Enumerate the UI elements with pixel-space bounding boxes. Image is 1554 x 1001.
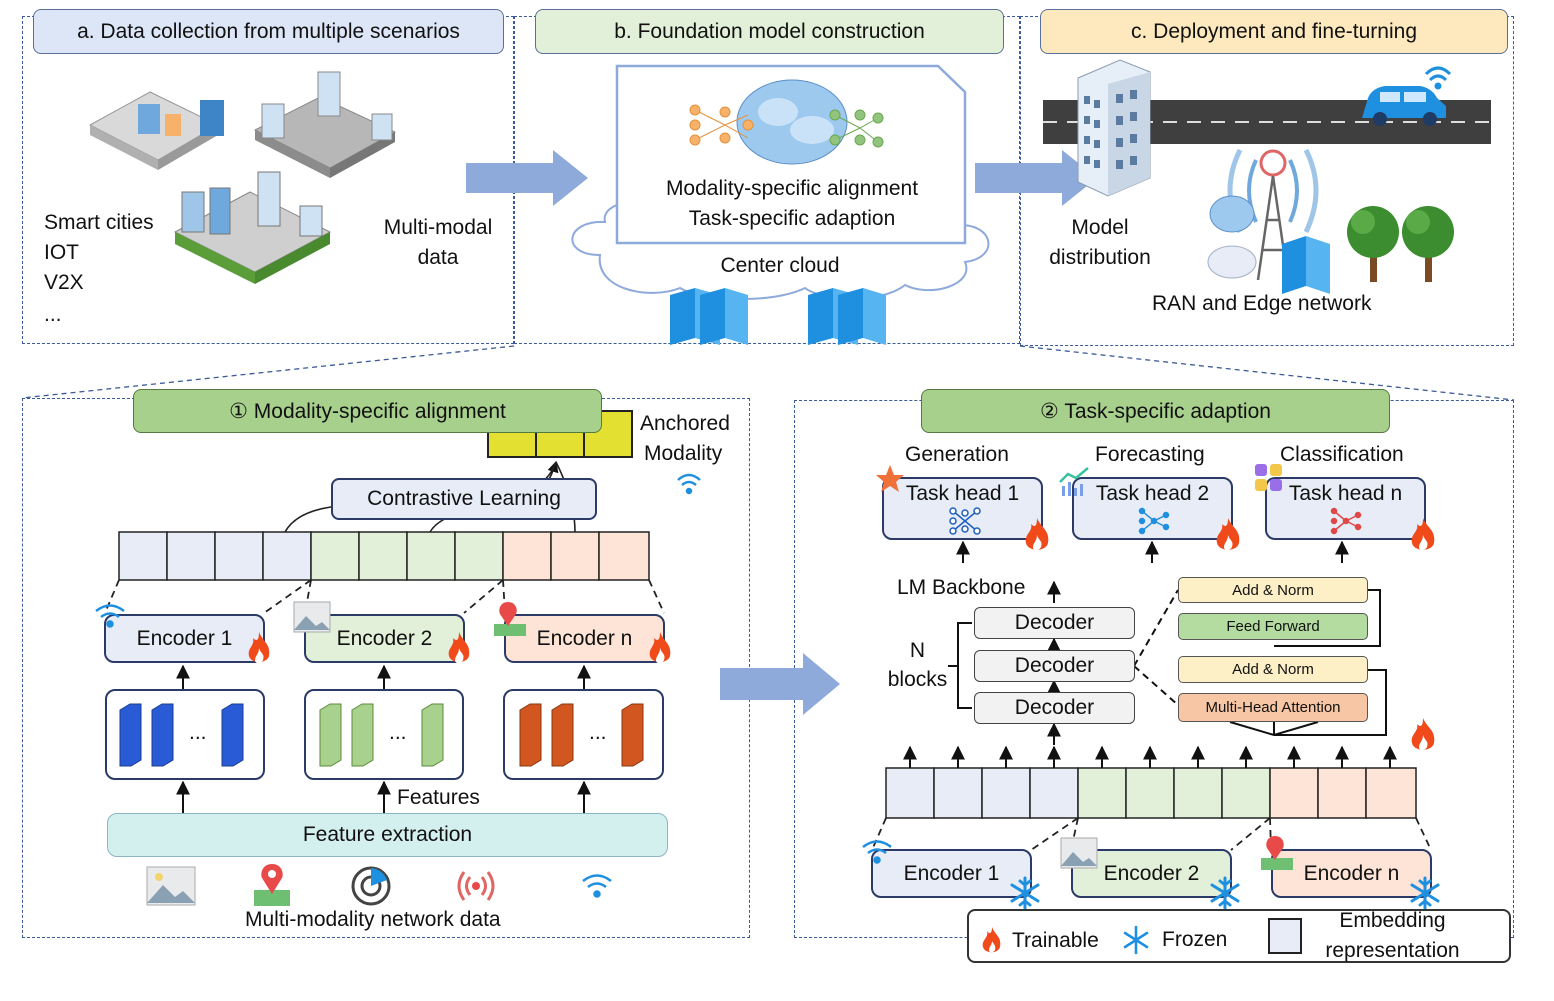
alignment-title: ① Modality-specific alignment <box>133 389 602 433</box>
scenario-iot: IOT <box>44 241 79 264</box>
edge-server-icon <box>1207 236 1330 294</box>
feature-group-1 <box>105 689 265 780</box>
dots-2: ... <box>389 721 407 744</box>
feature-cubes-blue <box>119 703 244 767</box>
encoder-1-left: Encoder 1 <box>104 614 265 663</box>
contrastive-learning-box: Contrastive Learning <box>331 478 597 520</box>
lm-backbone-label: LM Backbone <box>897 576 1026 599</box>
brain-icon-edge <box>1209 195 1255 233</box>
task-head-n: Task head n <box>1265 477 1426 540</box>
task-head-n-label: Task head n <box>1288 482 1403 505</box>
flow-arrow-bottom <box>720 653 840 715</box>
legend <box>967 909 1511 963</box>
layer-add-norm-bottom: Add & Norm <box>1178 656 1368 683</box>
wifi-icon <box>1424 66 1452 90</box>
feature-cubes-green <box>319 703 444 767</box>
multimodal-label-1: Multi-modal <box>383 216 493 239</box>
network-data-label: Multi-modality network data <box>245 908 501 931</box>
flow-arrow-bc <box>975 150 1097 206</box>
scenario-ellipsis: ... <box>44 303 62 326</box>
anchored-label-1: Anchored <box>640 412 730 435</box>
panel-a-title: a. Data collection from multiple scenari… <box>33 9 504 54</box>
legend-embedding-swatch <box>1268 918 1302 954</box>
brain-icon <box>736 79 848 165</box>
building-icon <box>1077 59 1151 197</box>
n-blocks-label-1: N <box>909 639 926 662</box>
dots-1: ... <box>189 721 207 744</box>
multimodal-label-2: data <box>417 246 459 269</box>
layer-feed-forward: Feed Forward <box>1178 613 1368 640</box>
legend-trainable: Trainable <box>1012 929 1099 952</box>
feature-group-2 <box>304 689 464 780</box>
model-distribution-2: distribution <box>1049 246 1151 269</box>
task-type-classification: Classification <box>1280 443 1404 466</box>
layer-multi-head-attention: Multi-Head Attention <box>1178 693 1368 722</box>
n-blocks-label-2: blocks <box>887 668 948 691</box>
anchored-label-2: Modality <box>644 442 723 465</box>
legend-embedding-2: representation <box>1325 939 1460 962</box>
feature-group-n <box>503 689 664 780</box>
center-cloud-label: Center cloud <box>720 254 840 277</box>
network-orange <box>689 104 754 146</box>
embedding-row-left <box>118 531 650 581</box>
layer-add-norm-top: Add & Norm <box>1178 577 1368 603</box>
decoder-2: Decoder <box>974 650 1135 682</box>
embedding-row-right <box>885 767 1417 819</box>
task-head-1-label: Task head 1 <box>905 482 1020 505</box>
cloud-box-line-1: Modality-specific alignment <box>665 177 919 200</box>
network-green <box>829 109 884 148</box>
server-icon <box>670 288 886 345</box>
decoder-1: Decoder <box>974 607 1135 639</box>
task-head-2: Task head 2 <box>1072 477 1233 540</box>
dots-n: ... <box>589 721 607 744</box>
city-illustration <box>88 71 397 284</box>
tree-icon <box>1347 206 1454 282</box>
encoder-n-left: Encoder n <box>504 614 665 663</box>
decoder-3: Decoder <box>974 692 1135 724</box>
feature-extraction-box: Feature extraction <box>107 813 668 857</box>
panel-c-title: c. Deployment and fine-turning <box>1040 9 1508 54</box>
task-type-generation: Generation <box>905 443 1009 466</box>
encoder-n-right: Encoder n <box>1271 849 1432 898</box>
task-type-forecasting: Forecasting <box>1095 443 1205 466</box>
legend-embedding-1: Embedding <box>1339 909 1446 932</box>
panel-b-title: b. Foundation model construction <box>535 9 1004 54</box>
flow-arrow-ab <box>466 150 588 206</box>
features-label: Features <box>397 786 480 809</box>
encoder-2-right: Encoder 2 <box>1071 849 1232 898</box>
car-icon <box>1362 86 1446 126</box>
scenario-smart-cities: Smart cities <box>44 211 154 234</box>
scenario-v2x: V2X <box>44 271 84 294</box>
model-distribution-1: Model <box>1071 216 1129 239</box>
ran-edge-label: RAN and Edge network <box>1152 292 1372 315</box>
task-head-2-label: Task head 2 <box>1095 482 1210 505</box>
encoder-1-right: Encoder 1 <box>871 849 1032 898</box>
legend-frozen: Frozen <box>1162 928 1228 951</box>
feature-cubes-orange <box>519 703 644 767</box>
encoder-2-left: Encoder 2 <box>304 614 465 663</box>
adaption-title: ② Task-specific adaption <box>921 389 1390 433</box>
cloud-box-line-2: Task-specific adaption <box>688 207 896 230</box>
